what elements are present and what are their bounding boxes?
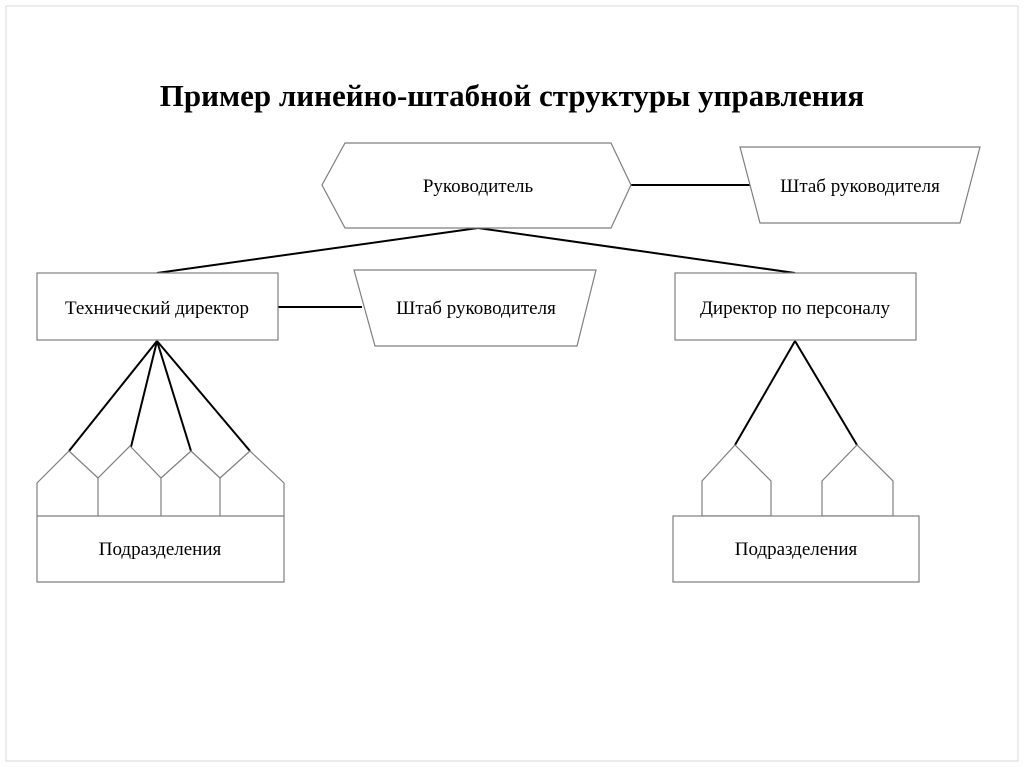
node-left-divisions: Подразделения — [36, 445, 285, 583]
node-right-divisions: Подразделения — [672, 444, 920, 583]
node-label: Руководитель — [423, 176, 534, 197]
connector-manager-hr — [477, 227, 796, 274]
division-pentagon — [701, 444, 772, 517]
connector-hr-division-1 — [734, 340, 796, 446]
node-technical-staff: Штаб руководителя — [353, 269, 597, 347]
connector-technical-division-2 — [129, 340, 158, 452]
node-label: Штаб руководителя — [780, 176, 940, 197]
node-label: Штаб руководителя — [396, 298, 556, 319]
slide-frame — [5, 5, 1019, 762]
node-manager: Руководитель — [321, 142, 632, 229]
hexagon-shape — [321, 142, 632, 229]
node-label: Директор по персоналу — [700, 298, 891, 319]
node-label: Подразделения — [735, 539, 858, 560]
rectangle-shape — [672, 515, 920, 583]
node-label: Технический директор — [65, 298, 249, 319]
node-label: Подразделения — [99, 539, 222, 560]
trapezoid-shape — [353, 269, 597, 347]
connector-manager-technical — [156, 227, 479, 274]
rectangle-shape — [674, 272, 917, 341]
node-manager-staff: Штаб руководителя — [739, 146, 981, 224]
connector-technical-division-1 — [68, 340, 158, 452]
trapezoid-shape — [739, 146, 981, 224]
rectangle-shape — [36, 272, 279, 341]
connector-technical-division-3 — [156, 340, 192, 452]
connector-technical-division-4 — [156, 340, 251, 452]
division-pentagon — [821, 444, 894, 517]
connectors — [68, 184, 858, 452]
connector-hr-division-2 — [794, 340, 858, 446]
node-hr-director: Директор по персоналу — [674, 272, 917, 341]
node-technical-director: Технический директор — [36, 272, 279, 341]
slide-title: Пример линейно-штабной структуры управле… — [160, 78, 864, 113]
